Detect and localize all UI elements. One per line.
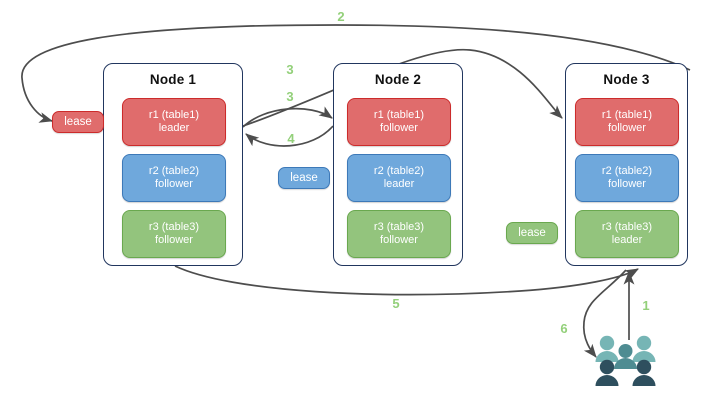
replica-id: r3 (table3) xyxy=(601,220,653,233)
replica-role: follower xyxy=(380,234,418,246)
lease-chip-r1[interactable]: lease xyxy=(52,111,104,133)
lease-chip-r2[interactable]: lease xyxy=(278,167,330,189)
replica-role: follower xyxy=(155,234,193,246)
replica-id: r3 (table3) xyxy=(373,220,425,233)
step-label-2: 2 xyxy=(337,9,345,24)
replica-node1-r3[interactable]: r3 (table3) follower xyxy=(122,210,226,258)
node-box-2[interactable]: Node 2 r1 (table1) follower r2 (table2) … xyxy=(333,63,463,266)
replica-node1-r1[interactable]: r1 (table1) leader xyxy=(122,98,226,146)
replica-id: r3 (table3) xyxy=(148,220,200,233)
step-label-5: 5 xyxy=(392,296,400,311)
replica-node3-r1[interactable]: r1 (table1) follower xyxy=(575,98,679,146)
replica-node3-r3[interactable]: r3 (table3) leader xyxy=(575,210,679,258)
replica-id: r1 (table1) xyxy=(601,108,653,121)
replica-role: follower xyxy=(155,178,193,190)
node-box-3[interactable]: Node 3 r1 (table1) follower r2 (table2) … xyxy=(565,63,688,266)
replica-role: leader xyxy=(611,234,643,246)
replica-id: r2 (table2) xyxy=(373,164,425,177)
replica-node1-r2[interactable]: r2 (table2) follower xyxy=(122,154,226,202)
replica-node3-r2[interactable]: r2 (table2) follower xyxy=(575,154,679,202)
replica-role: follower xyxy=(608,122,646,134)
replica-node2-r2[interactable]: r2 (table2) leader xyxy=(347,154,451,202)
replica-id: r1 (table1) xyxy=(373,108,425,121)
lease-chip-r3[interactable]: lease xyxy=(506,222,558,244)
step-label-4: 4 xyxy=(287,131,295,146)
replica-role: leader xyxy=(158,122,190,134)
step-label-3a: 3 xyxy=(286,62,294,77)
arrow-step-3-lower xyxy=(242,106,333,128)
replica-id: r2 (table2) xyxy=(148,164,200,177)
step-label-6: 6 xyxy=(560,321,568,336)
node-title: Node 3 xyxy=(603,72,650,87)
arrow-step-5 xyxy=(174,265,639,296)
replica-role: leader xyxy=(383,178,415,190)
replica-role: follower xyxy=(380,122,418,134)
replica-node2-r1[interactable]: r1 (table1) follower xyxy=(347,98,451,146)
node-box-1[interactable]: Node 1 r1 (table1) leader r2 (table2) fo… xyxy=(103,63,243,266)
step-label-3b: 3 xyxy=(286,89,294,104)
replica-role: follower xyxy=(608,178,646,190)
node-title: Node 1 xyxy=(149,72,197,87)
step-label-1: 1 xyxy=(642,298,650,313)
replica-id: r2 (table2) xyxy=(601,164,653,177)
node-title: Node 2 xyxy=(374,72,422,87)
users-icon xyxy=(595,335,656,386)
replica-node2-r3[interactable]: r3 (table3) follower xyxy=(347,210,451,258)
replica-id: r1 (table1) xyxy=(148,108,200,121)
